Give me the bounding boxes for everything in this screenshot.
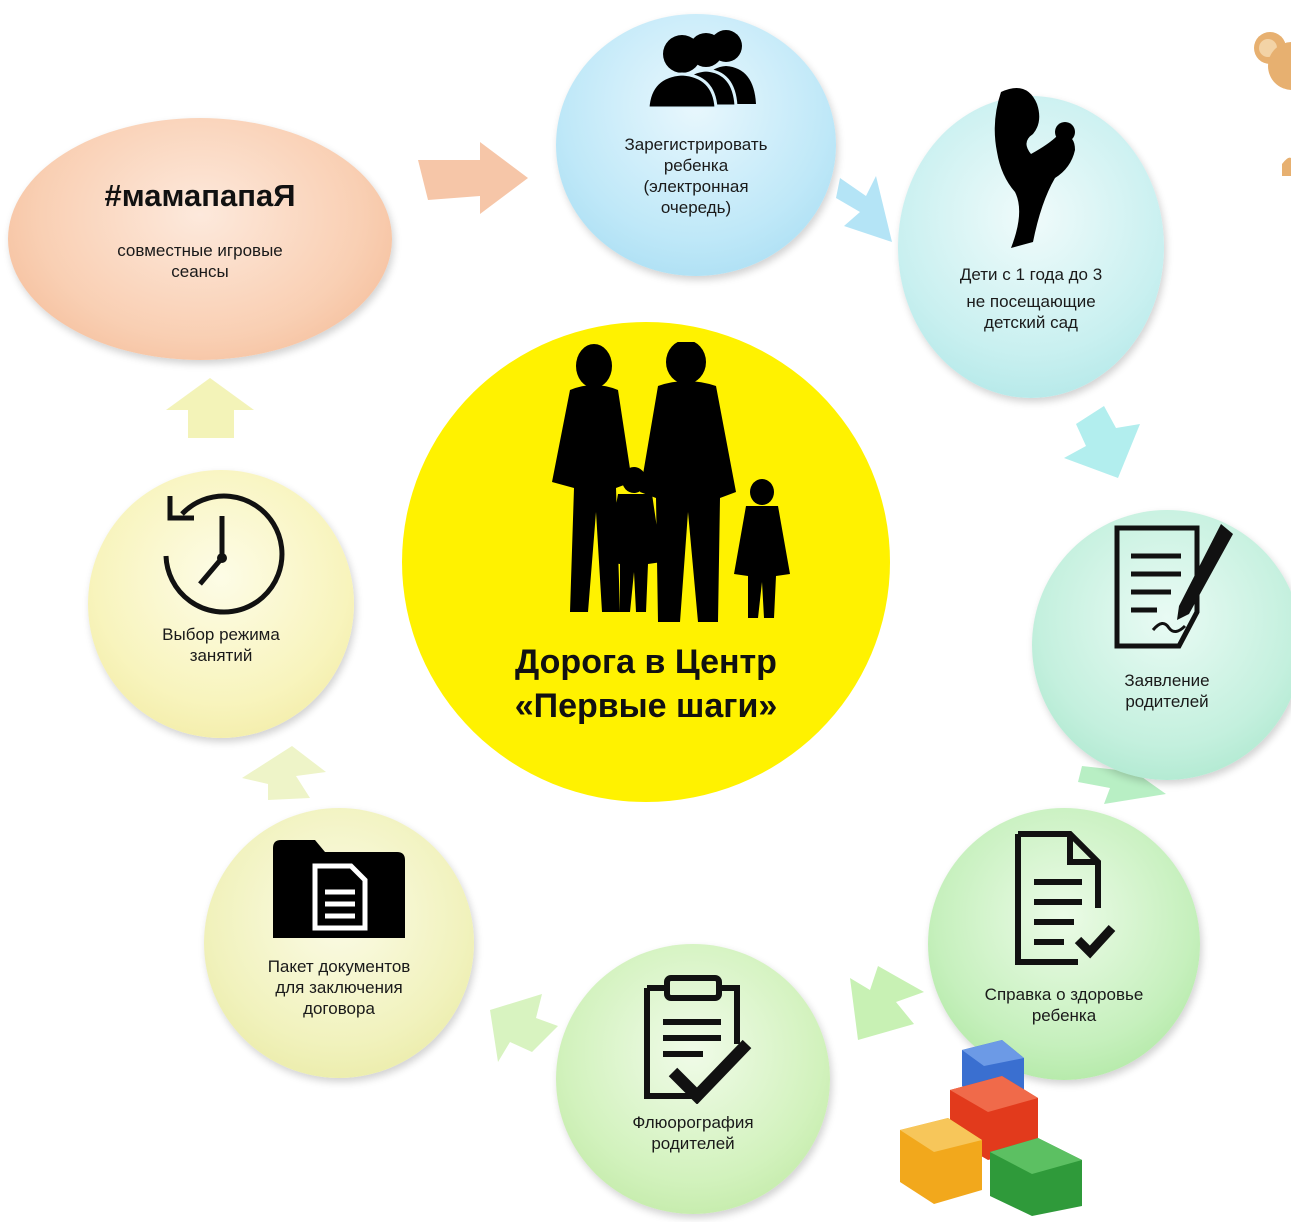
arrow-children-to-application bbox=[1064, 406, 1140, 478]
center-circle: Дорога в Центр «Первые шаги» bbox=[402, 322, 890, 802]
step-application: Заявление родителей bbox=[1032, 510, 1291, 780]
clock-history-icon bbox=[88, 486, 354, 616]
arrow-register-to-children bbox=[836, 176, 892, 242]
folder-document-icon bbox=[204, 834, 474, 944]
arrow-application-to-health bbox=[1078, 760, 1166, 804]
step-xray: Флюорография родителей bbox=[556, 944, 830, 1214]
arrow-health-to-xray bbox=[850, 966, 924, 1040]
step-mamapapa: #мамапапаЯ совместные игровые сеансы bbox=[8, 118, 392, 360]
clipboard-check-icon bbox=[556, 974, 830, 1104]
step-health: Справка о здоровье ребенка bbox=[928, 808, 1200, 1080]
toy-blocks-icon bbox=[900, 1040, 1082, 1216]
arrow-xray-to-docs bbox=[490, 994, 558, 1062]
center-title: Дорога в Центр «Первые шаги» bbox=[514, 643, 778, 725]
signed-document-icon bbox=[1032, 522, 1291, 652]
document-check-icon bbox=[928, 828, 1200, 968]
step-children: Дети с 1 года до 3 не посещающие детский… bbox=[898, 88, 1164, 398]
step-schedule: Выбор режима занятий bbox=[88, 470, 354, 738]
arrow-docs-to-schedule bbox=[242, 746, 326, 800]
people-group-icon bbox=[556, 24, 836, 108]
family-silhouette-icon bbox=[552, 342, 790, 622]
mother-baby-icon bbox=[898, 82, 1164, 252]
arrow-schedule-to-mamapapa bbox=[166, 378, 254, 438]
arrow-mamapapa-to-register bbox=[418, 142, 528, 214]
mamapapa-title: #мамапапаЯ bbox=[104, 178, 296, 213]
step-docs: Пакет документов для заключения договора bbox=[204, 808, 474, 1078]
step-register: Зарегистрировать ребенка (электронная оч… bbox=[556, 14, 836, 276]
teddy-bear-icon bbox=[1254, 32, 1291, 176]
